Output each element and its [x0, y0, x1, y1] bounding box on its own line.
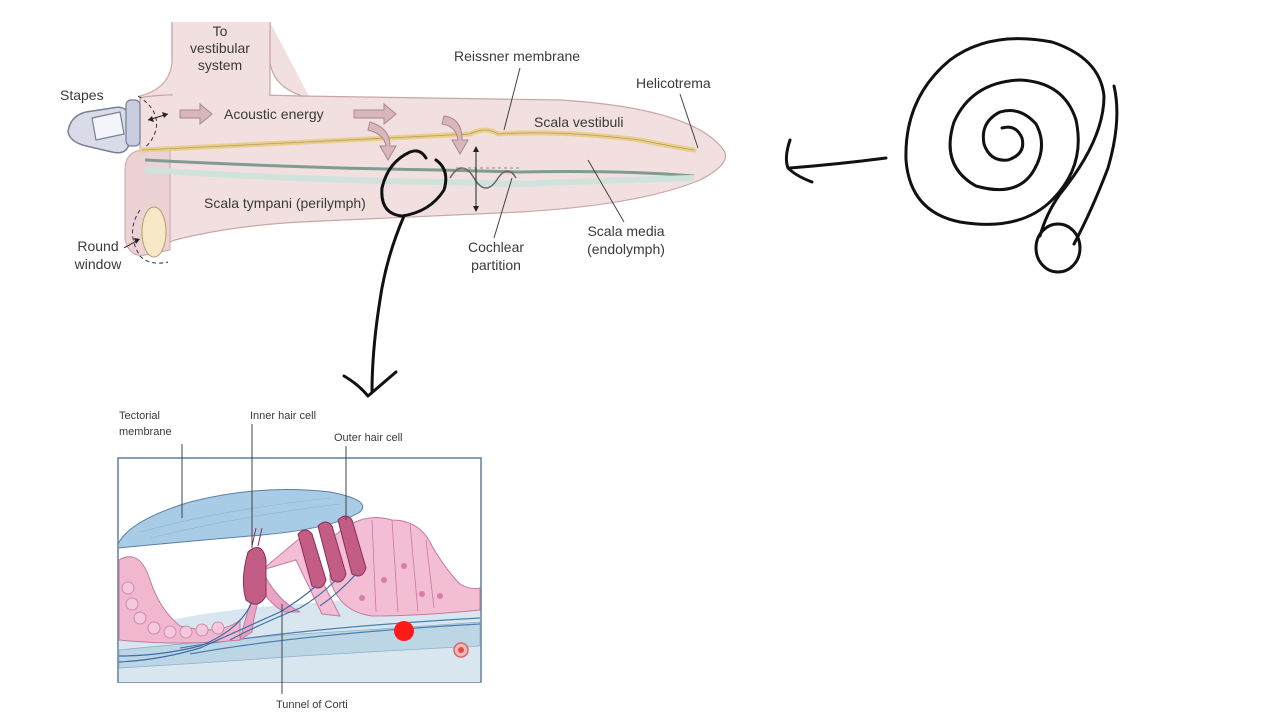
label-inner-hair-cell: Inner hair cell — [250, 410, 316, 422]
label-stapes: Stapes — [60, 87, 104, 103]
label-round-window-1: Round — [77, 238, 118, 254]
label-cochlear-partition-1: Cochlear — [468, 239, 524, 255]
label-helicotrema: Helicotrema — [636, 75, 711, 91]
zoom-leader-line — [370, 214, 406, 394]
stapes-bone — [67, 99, 141, 154]
inner-hair-cell — [242, 547, 267, 605]
label-reissner-membrane: Reissner membrane — [454, 48, 580, 64]
down-arrow-icon — [342, 370, 398, 398]
uncoiled-cochlea-diagram: To vestibular system Stapes Acoustic ene… — [60, 22, 727, 273]
label-to-vestibular-1: To — [213, 23, 228, 39]
handdrawn-zoom-annotation — [342, 149, 448, 398]
zoom-circle — [380, 149, 448, 218]
basilar-membrane — [144, 158, 695, 178]
label-acoustic-energy: Acoustic energy — [224, 106, 324, 122]
label-tectorial-1: Tectorial — [119, 410, 160, 422]
label-scala-media-1: Scala media — [587, 223, 664, 239]
label-round-window-2: window — [74, 256, 123, 272]
organ-of-corti-diagram: Tectorial membrane Inner hair cell Outer… — [117, 410, 482, 711]
cochlea-spiral-icon — [904, 37, 1119, 274]
label-scala-vestibuli: Scala vestibuli — [534, 114, 624, 130]
label-tunnel-of-corti: Tunnel of Corti — [276, 699, 348, 711]
label-to-vestibular-3: system — [198, 57, 242, 73]
acoustic-energy-arrows — [179, 102, 469, 162]
outer-hair-cells — [297, 515, 367, 589]
label-tectorial-2: membrane — [119, 426, 172, 438]
label-cochlear-partition-2: partition — [471, 257, 521, 273]
label-scala-media-2: (endolymph) — [587, 241, 665, 257]
label-to-vestibular-2: vestibular — [190, 40, 250, 56]
label-outer-hair-cell: Outer hair cell — [334, 432, 402, 444]
left-arrow-icon — [784, 138, 888, 184]
label-scala-tympani: Scala tympani (perilymph) — [204, 195, 366, 211]
red-highlight-dot — [394, 621, 414, 641]
round-window — [141, 206, 167, 258]
